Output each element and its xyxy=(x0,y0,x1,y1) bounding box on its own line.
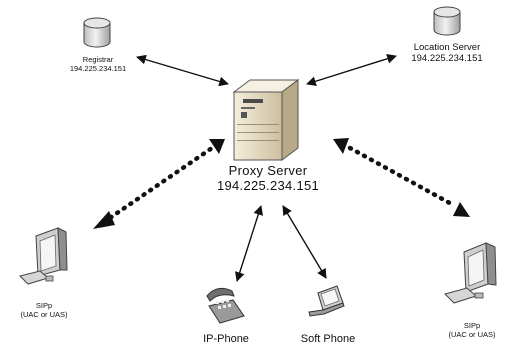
proxy-server-tower-icon xyxy=(232,79,300,161)
edge-location-proxy xyxy=(306,53,397,87)
sipp-right-label: SIPp (UAC or UAS) xyxy=(436,321,508,339)
edge-ipphone-proxy xyxy=(235,205,263,282)
soft-phone-laptop-icon xyxy=(308,285,345,317)
soft-phone-label: Soft Phone xyxy=(300,333,356,345)
sipp-left-role: (UAC or UAS) xyxy=(20,309,68,319)
location-server-label: Location Server 194.225.234.151 xyxy=(402,42,492,65)
edge-registrar-proxy xyxy=(136,54,229,87)
location-server-database-icon xyxy=(433,6,461,36)
registrar-label: Registrar 194.225.234.151 xyxy=(62,55,134,73)
arrowhead-sipp-left xyxy=(93,211,115,229)
edge-sipp-right-proxy xyxy=(347,145,458,209)
ip-phone-icon xyxy=(206,287,245,324)
proxy-server-name: Proxy Server xyxy=(228,163,308,178)
proxy-server-label: Proxy Server 194.225.234.151 xyxy=(207,163,329,194)
sipp-right-computer-icon xyxy=(444,242,497,304)
sipp-right-name: SIPp xyxy=(463,321,481,330)
sipp-left-name: SIPp xyxy=(35,301,53,310)
arrowhead-proxy-right xyxy=(333,138,349,154)
registrar-name: Registrar xyxy=(82,55,114,64)
arrowhead-proxy-left xyxy=(209,139,225,154)
proxy-server-ip: 194.225.234.151 xyxy=(216,177,320,193)
arrowhead-sipp-right xyxy=(453,202,470,217)
edge-sipp-left-proxy xyxy=(101,145,215,225)
location-server-ip: 194.225.234.151 xyxy=(411,52,483,64)
sipp-right-role: (UAC or UAS) xyxy=(448,329,496,339)
connections xyxy=(93,53,470,282)
edge-softphone-proxy xyxy=(282,205,327,279)
registrar-database-icon xyxy=(83,17,111,48)
registrar-ip: 194.225.234.151 xyxy=(69,63,127,73)
location-server-name: Location Server xyxy=(413,42,481,53)
ip-phone-label: IP-Phone xyxy=(203,333,249,345)
sipp-left-computer-icon xyxy=(19,227,68,285)
sipp-left-label: SIPp (UAC or UAS) xyxy=(8,301,80,319)
